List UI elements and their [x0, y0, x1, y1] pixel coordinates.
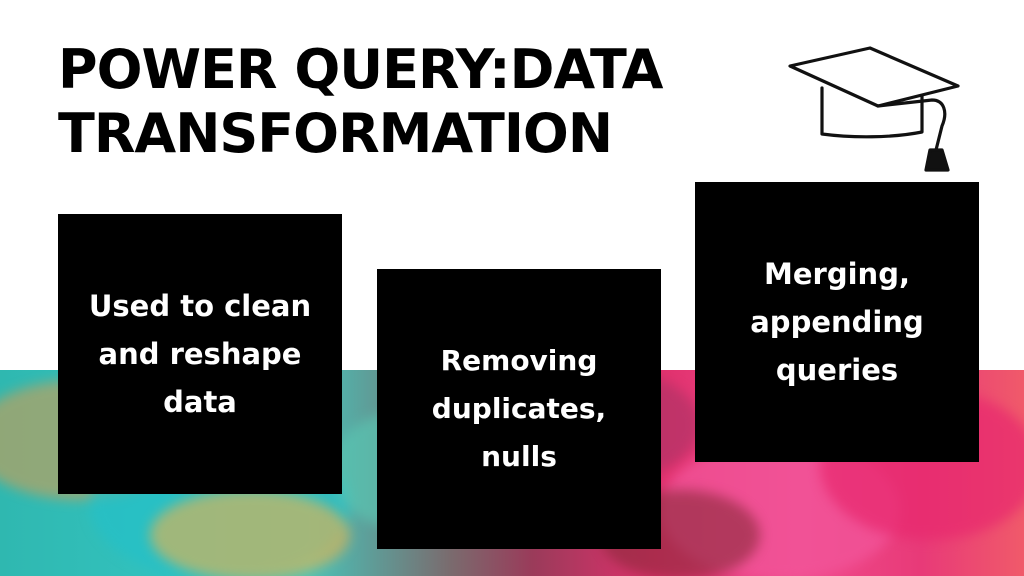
info-card-remove-duplicates: Removing duplicates, nulls [377, 269, 661, 549]
card-text: Removing duplicates, nulls [431, 344, 607, 473]
page-title: POWER QUERY:DATA TRANSFORMATION [58, 38, 698, 166]
card-text: Merging, appending queries [750, 257, 924, 387]
info-card-clean-reshape: Used to clean and reshape data [58, 214, 342, 494]
graduation-cap-icon [788, 46, 960, 172]
title-line-1: POWER QUERY:DATA [58, 38, 663, 101]
info-card-merge-append: Merging, appending queries [695, 182, 979, 462]
card-text: Used to clean and reshape data [88, 289, 312, 419]
title-line-2: TRANSFORMATION [58, 102, 613, 165]
